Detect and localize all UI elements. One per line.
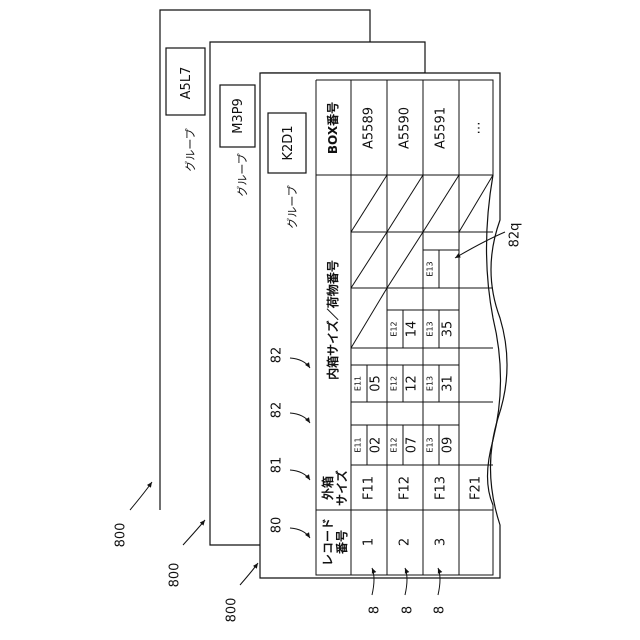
inner-code: E11 — [354, 437, 363, 452]
ref-800: 800 — [114, 523, 129, 548]
inner-code: E13 — [426, 437, 435, 452]
header-outer-size: サイズ — [334, 470, 349, 506]
ref-82q: 82q — [508, 223, 523, 248]
header-outer-size: 外箱 — [320, 476, 335, 500]
ref-80: 80 — [270, 517, 285, 534]
inner-code: E13 — [426, 261, 435, 276]
group-code: K2D1 — [281, 125, 296, 160]
inner-code: E13 — [426, 321, 435, 336]
inner-code: E13 — [426, 376, 435, 391]
package-number: 05 — [369, 375, 384, 392]
header-record: レコード — [321, 518, 335, 566]
record-number: 2 — [398, 538, 413, 546]
box-number: A5590 — [398, 107, 413, 149]
ref-82: 82 — [270, 402, 285, 419]
outer-size: F11 — [362, 476, 377, 500]
box-number: … — [469, 122, 484, 135]
group-code: A5L7 — [179, 67, 194, 100]
ref-8: 8 — [401, 606, 416, 614]
inner-code: E12 — [390, 321, 399, 336]
group-code: M3P9 — [231, 98, 246, 134]
leader-arrow — [240, 563, 258, 585]
package-number: 07 — [405, 437, 420, 454]
outer-size: F12 — [398, 476, 413, 500]
package-number: 35 — [441, 321, 456, 338]
sheet-front: K2D1 グループ — [260, 73, 507, 578]
header-box-number: BOX番号 — [325, 102, 340, 154]
package-number: 02 — [369, 437, 384, 454]
outer-size: F21 — [469, 476, 484, 500]
inner-code: E11 — [354, 376, 363, 391]
ref-800: 800 — [168, 563, 183, 588]
box-number: A5591 — [434, 107, 449, 149]
group-label: グループ — [183, 128, 197, 171]
group-label: グループ — [235, 153, 249, 196]
package-number: 14 — [405, 321, 420, 338]
header-record: 番号 — [334, 530, 349, 555]
ref-81: 81 — [270, 457, 285, 474]
inner-code: E12 — [390, 437, 399, 452]
leader-arrow — [183, 520, 205, 545]
ref-800: 800 — [225, 598, 240, 623]
package-number: 12 — [405, 375, 420, 392]
package-number: 31 — [441, 375, 456, 392]
header-inner-size: 内箱サイズ／荷物番号 — [325, 260, 340, 380]
package-number: 09 — [441, 437, 456, 454]
leader-arrow — [130, 482, 152, 510]
box-number: A5589 — [362, 107, 377, 149]
outer-size: F13 — [434, 476, 449, 500]
record-number: 3 — [434, 538, 449, 546]
ref-8: 8 — [433, 606, 448, 614]
ref-8: 8 — [368, 606, 383, 614]
group-label: グループ — [285, 185, 299, 228]
inner-code: E12 — [390, 376, 399, 391]
record-number: 1 — [362, 538, 377, 546]
ref-82: 82 — [270, 347, 285, 364]
